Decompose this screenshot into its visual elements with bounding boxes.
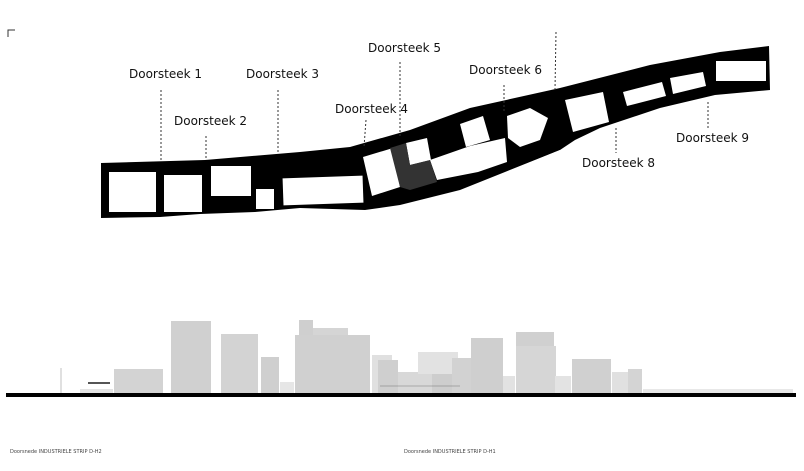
leader-7 (554, 31, 557, 91)
leader-4 (363, 119, 367, 148)
section-block (471, 338, 503, 394)
section-block (221, 334, 258, 394)
section-block (299, 320, 313, 335)
section-block (572, 359, 611, 394)
label-doorsteek-6: Doorsteek 6 (469, 63, 542, 77)
plan-building-10 (507, 108, 548, 147)
label-doorsteek-8: Doorsteek 8 (582, 156, 655, 170)
section-block (88, 382, 110, 384)
label-doorsteek-4: Doorsteek 4 (335, 102, 408, 116)
plan-building-14 (670, 72, 706, 94)
caption-left: Doorsnede INDUSTRIELE STRIP D-H2 (10, 449, 102, 455)
plan-dark-volume (390, 143, 437, 190)
section-ground-line (6, 393, 796, 397)
crop-mark (7, 29, 15, 37)
plan-building-3 (211, 166, 251, 196)
label-doorsteek-5: Doorsteek 5 (368, 41, 441, 55)
section-block (378, 360, 398, 394)
section-block (313, 328, 348, 336)
section-block (80, 389, 113, 393)
plan-building-9 (460, 116, 490, 147)
section-block (295, 335, 370, 394)
section-elevation (6, 320, 796, 397)
section-block (171, 321, 211, 394)
label-doorsteek-3: Doorsteek 3 (246, 67, 319, 81)
label-doorsteek-1: Doorsteek 1 (129, 67, 202, 81)
plan-building-8 (430, 138, 507, 180)
section-block (114, 369, 163, 394)
plan-building-1 (109, 172, 156, 212)
plan-strip (101, 46, 770, 218)
section-block (280, 382, 294, 394)
plan-building-4 (256, 189, 274, 209)
section-block (398, 372, 432, 394)
section-block (628, 369, 642, 394)
site-plan (101, 46, 770, 218)
plan-building-7 (406, 138, 431, 165)
plan-building-2 (164, 175, 202, 212)
section-block (555, 376, 571, 394)
plan-building-6 (363, 148, 400, 196)
plan-building-5 (282, 175, 364, 206)
plan-building-15 (716, 61, 766, 81)
section-block (612, 372, 628, 394)
section-block (418, 352, 458, 374)
section-block (643, 389, 793, 393)
section-block (503, 376, 515, 394)
label-doorsteek-9: Doorsteek 9 (676, 131, 749, 145)
label-doorsteek-2: Doorsteek 2 (174, 114, 247, 128)
plan-building-12 (565, 92, 609, 132)
plan-building-11 (506, 150, 563, 180)
plan-building-13 (623, 82, 666, 106)
section-block (516, 346, 556, 394)
caption-right: Doorsnede INDUSTRIELE STRIP D-H1 (404, 449, 496, 455)
section-block (261, 357, 279, 394)
